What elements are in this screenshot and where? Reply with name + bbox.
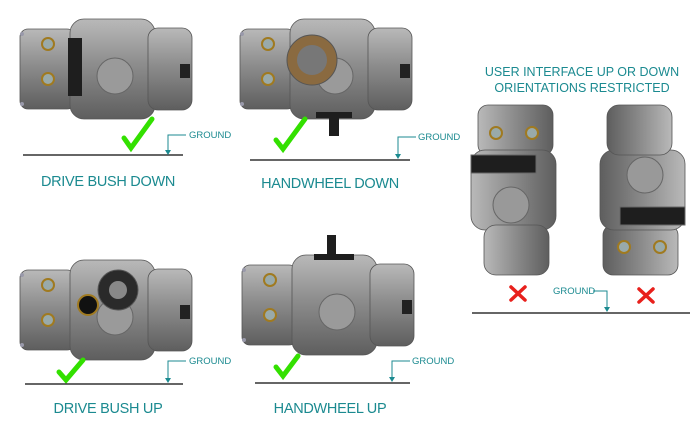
check-icon <box>273 116 308 154</box>
actuator-image-up <box>470 104 557 276</box>
panel-restricted: USER INTERFACE UP OR DOWN ORIENTATIONS R… <box>470 65 690 314</box>
ground-label: GROUND <box>553 286 595 297</box>
check-icon <box>56 357 86 384</box>
caption: DRIVE BUSH DOWN <box>41 174 175 190</box>
panel-drive-bush-down: GROUND DRIVE BUSH DOWN <box>19 18 231 190</box>
caption: DRIVE BUSH UP <box>54 401 163 417</box>
ground-label: GROUND <box>189 356 231 367</box>
ground-arrow-icon <box>391 360 410 379</box>
cross-icon <box>509 285 527 302</box>
actuator-image-down <box>599 104 686 276</box>
check-icon <box>121 116 155 153</box>
panel-handwheel-down: GROUND HANDWHEEL DOWN <box>239 18 460 192</box>
display-window <box>68 38 82 96</box>
caption: HANDWHEEL UP <box>274 401 387 417</box>
ground-label: GROUND <box>418 132 460 143</box>
panel-drive-bush-up: GROUND DRIVE BUSH UP <box>19 259 231 417</box>
restricted-title-line1: USER INTERFACE UP OR DOWN <box>485 65 679 79</box>
panel-handwheel-up: GROUND HANDWHEEL UP <box>241 235 454 417</box>
actuator-image <box>241 254 415 356</box>
handwheel-icon <box>327 235 336 257</box>
ground-label: GROUND <box>189 130 231 141</box>
ground-arrow-icon <box>397 136 416 156</box>
ground-arrow-icon <box>593 290 608 309</box>
ground-arrow-icon <box>167 360 186 380</box>
ground-arrow-icon <box>167 134 186 152</box>
cross-icon <box>637 287 655 304</box>
check-icon <box>273 353 301 381</box>
caption: HANDWHEEL DOWN <box>261 176 399 192</box>
actuator-image <box>19 18 193 120</box>
ground-label: GROUND <box>412 356 454 367</box>
restricted-title-line2: ORIENTATIONS RESTRICTED <box>494 81 669 95</box>
